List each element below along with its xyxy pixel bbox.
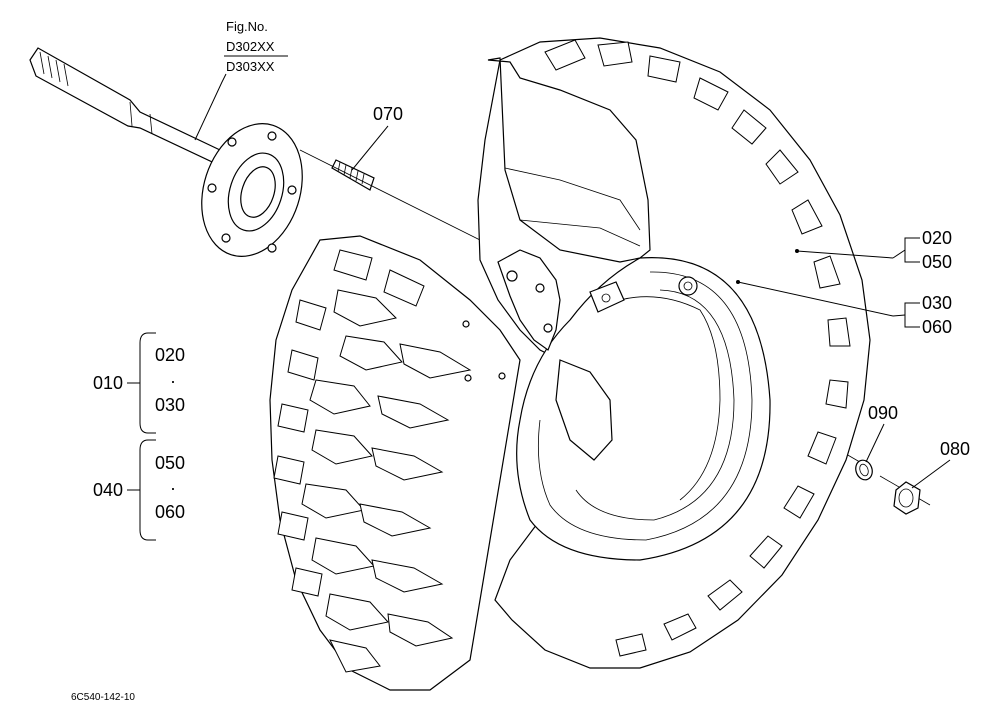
fig-no-ref-1: D302XX <box>226 39 275 54</box>
spring-washer <box>855 459 873 481</box>
tire-tread-left <box>273 249 472 673</box>
label-dot-1: · <box>170 371 176 391</box>
label-030-right: 030 <box>922 293 952 313</box>
label-dot-2: · <box>170 478 176 498</box>
label-070: 070 <box>373 104 403 124</box>
drawing-code: 6C540-142-10 <box>71 692 135 703</box>
wheel-rim <box>516 257 771 561</box>
label-040: 040 <box>93 480 123 500</box>
label-080: 080 <box>940 439 970 459</box>
tire-tread-right <box>544 39 851 657</box>
rim-center-disc <box>487 57 651 461</box>
label-060-left: 060 <box>155 502 185 522</box>
label-020-right: 020 <box>922 228 952 248</box>
stud-bolt <box>331 159 375 191</box>
fig-no-ref-2: D303XX <box>226 59 275 74</box>
label-060-right: 060 <box>922 317 952 337</box>
axle-shaft <box>29 47 226 170</box>
wheel-nut <box>893 481 921 515</box>
axle-flange <box>201 123 303 257</box>
label-020-left: 020 <box>155 345 185 365</box>
label-090: 090 <box>868 403 898 423</box>
label-050-left: 050 <box>155 453 185 473</box>
fig-no-label: Fig.No. <box>226 19 268 34</box>
label-030-left: 030 <box>155 395 185 415</box>
label-010: 010 <box>93 373 123 393</box>
label-050-right: 050 <box>922 252 952 272</box>
